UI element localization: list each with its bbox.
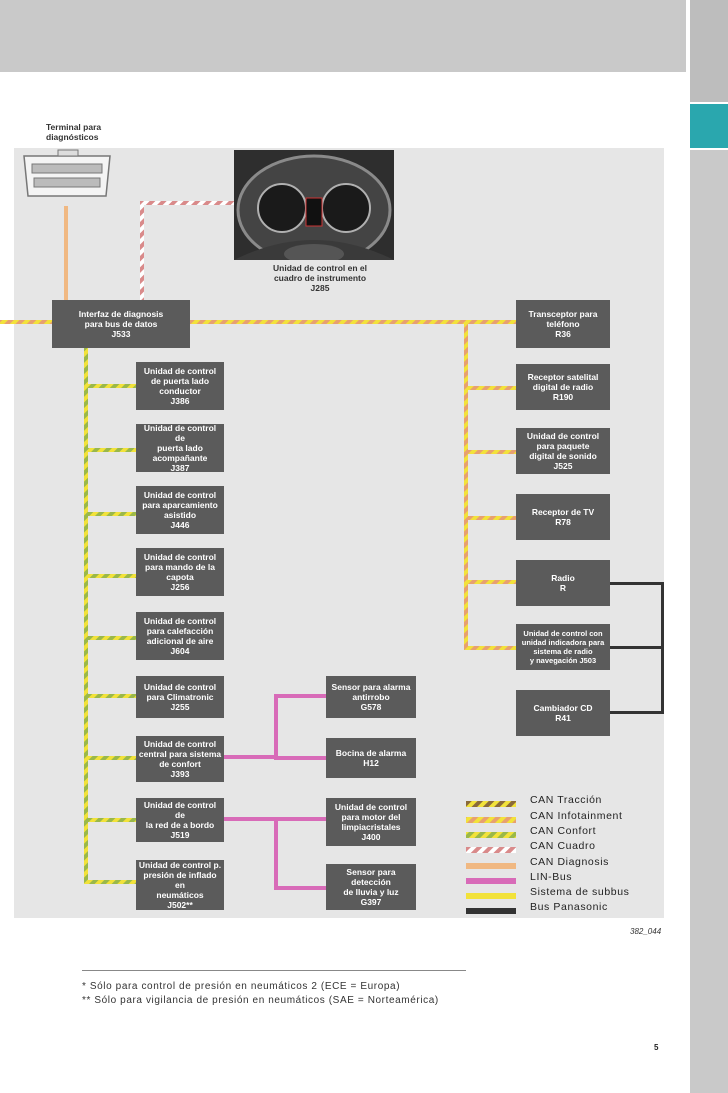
footnote: ** Sólo para vigilancia de presión en ne… [82,995,439,1006]
comfort-branch-j387 [88,448,136,452]
lin-upper-vertical [274,694,278,758]
legend-swatch-subbus [466,893,516,899]
comfort-branch-j256 [88,574,136,578]
comfort-branch-j255 [88,694,136,698]
comfort-branch-j446 [88,512,136,516]
lin-j393-link [224,755,276,759]
unit-j502: Unidad de control p.presión de inflado e… [136,860,224,910]
info-branch-r190 [468,386,516,390]
legend-swatch-panasonic [466,908,516,914]
legend-swatch-diagnosis [466,863,516,869]
footnote: * Sólo para control de presión en neumát… [82,981,401,992]
comfort-bus-vertical [84,348,88,884]
header-corner [690,0,728,72]
gateway-j533: Interfaz de diagnosis para bus de datos … [52,300,190,348]
infotainment-bus-left [0,320,52,324]
cuadro-line-horizontal [140,201,240,205]
infotainment-bus-main [190,320,516,324]
lin-branch-g578 [274,694,326,698]
comfort-branch-j604 [88,636,136,640]
panasonic-radio [610,582,664,585]
obd-connector-icon [23,149,111,197]
lin-branch-g397 [274,886,326,890]
comfort-branch-j519 [88,818,136,822]
diagnosis-line [64,206,68,300]
legend-swatch-cuadro [466,847,516,853]
cluster-caption: Unidad de control en el cuadro de instru… [273,263,367,293]
figure-id: 382_044 [630,927,662,936]
comfort-branch-j386 [88,384,136,388]
legend-swatch-infotainment [466,817,516,823]
info-branch-radio [468,580,516,584]
lin-lower-vertical [274,817,278,889]
side-tab-accent [690,104,728,148]
info-branch-j503 [468,646,516,650]
cuadro-line-vertical [140,204,144,300]
info-branch-j525 [468,450,516,454]
side-tab-top [690,72,728,102]
side-tab [690,150,728,1093]
footnote-divider [82,970,466,971]
lin-branch-h12 [274,756,326,760]
comfort-branch-j393 [88,756,136,760]
panasonic-j503 [610,646,664,649]
header-gap [686,0,690,72]
header-bar [0,0,686,72]
panasonic-r41 [610,711,664,714]
instrument-cluster-image [234,150,394,260]
legend-swatch-traccion [466,801,516,807]
legend-swatch-lin [466,878,516,884]
info-branch-r78 [468,516,516,520]
infotainment-bus-vertical [464,322,468,650]
terminal-caption: Terminal para diagnósticos [46,122,102,142]
page-number: 5 [654,1043,659,1052]
comfort-branch-j502 [88,880,136,884]
legend-swatch-confort [466,832,516,838]
